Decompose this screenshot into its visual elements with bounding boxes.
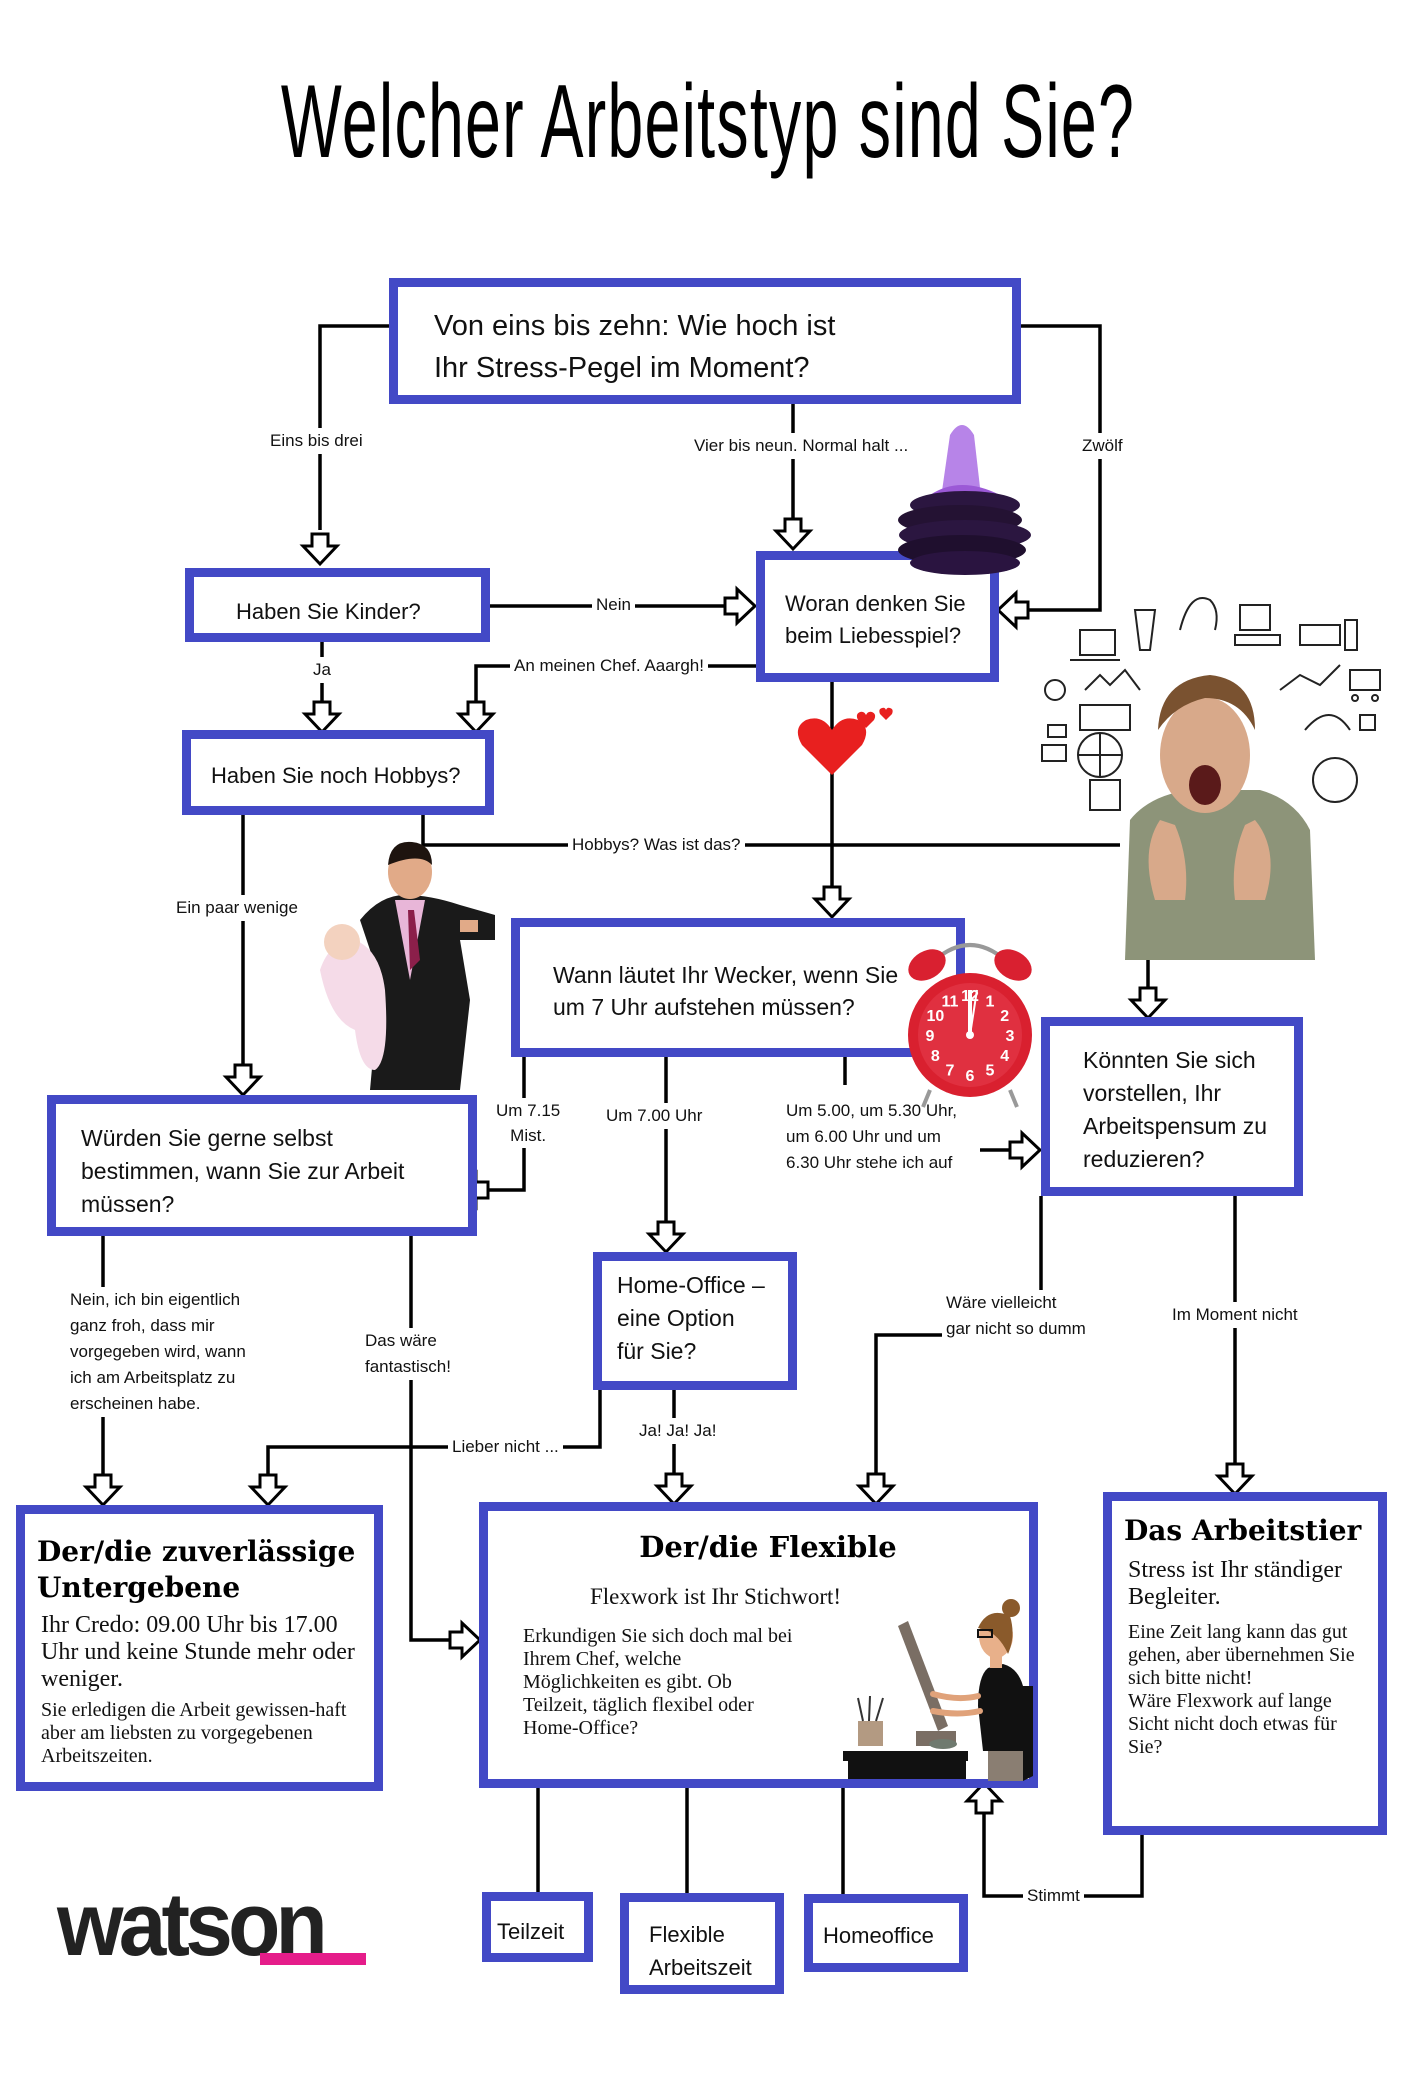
answer-um-700: Um 7.00 Uhr [602, 1103, 707, 1129]
answer-stimmt: Stimmt [1023, 1883, 1084, 1909]
option-homeoffice: Homeoffice [804, 1894, 968, 1972]
answer-zwoelf: Zwölf [1078, 433, 1127, 459]
stressed-man-picture [1041, 597, 1381, 960]
arrow-down-icon [1129, 986, 1167, 1020]
line-zwoelf [1021, 324, 1102, 612]
arrow-right-icon [448, 1621, 482, 1659]
clock-number: 4 [1000, 1048, 1009, 1065]
result-flexible: Der/die Flexible Flexwork ist Ihr Stichw… [479, 1502, 1038, 1788]
answer-ja-ja-ja: Ja! Ja! Ja! [635, 1418, 721, 1444]
answer-lieber-nicht: Lieber nicht ... [448, 1434, 563, 1460]
woman-at-computer-illustration [843, 1599, 1033, 1781]
question-arbeitspensum: Könnten Sie sich vorstellen, Ihr Arbeits… [1041, 1017, 1303, 1196]
option-teilzeit: Teilzeit [482, 1892, 593, 1962]
arrow-down-icon [655, 1472, 693, 1506]
condom-picture [898, 425, 1031, 575]
answer-um-715: Um 7.15 Mist. [492, 1098, 565, 1148]
option-flexible-arbeitszeit: Flexible Arbeitszeit [620, 1893, 784, 1994]
line-was-ist-das [421, 815, 1120, 847]
clock-number: 11 [942, 993, 959, 1010]
arrow-down-icon [249, 1473, 287, 1507]
answer-ein-paar-wenige: Ein paar wenige [172, 895, 302, 921]
arrow-down-icon [647, 1220, 685, 1254]
arrow-down-icon [813, 885, 851, 919]
clock-number: 6 [966, 1068, 975, 1085]
line-eins-bis-drei [318, 324, 389, 530]
answer-im-moment-nicht: Im Moment nicht [1168, 1302, 1302, 1328]
answer-chef: An meinen Chef. Aaargh! [510, 653, 708, 679]
answer-fantastisch: Das wäre fantastisch! [361, 1328, 455, 1380]
clock-number: 8 [931, 1048, 940, 1065]
question-wecker: Wann läutet Ihr Wecker, wenn Sie um 7 Uh… [511, 918, 965, 1057]
clock-number: 3 [1006, 1028, 1015, 1045]
arrow-down-icon [774, 517, 812, 551]
arrow-down-icon [224, 1063, 262, 1097]
clock-number: 5 [986, 1063, 995, 1080]
answer-vielleicht: Wäre vielleicht gar nicht so dumm [942, 1290, 1090, 1342]
answer-ja: Ja [309, 657, 335, 683]
result-arbeitstier: Das Arbeitstier Stress ist Ihr ständiger… [1103, 1492, 1387, 1835]
arrow-right-icon [723, 587, 757, 625]
arrow-down-icon [301, 532, 339, 566]
answer-frueh: Um 5.00, um 5.30 Uhr, um 6.00 Uhr und um… [782, 1098, 962, 1176]
line-lieber-nicht [266, 1390, 602, 1480]
arrow-down-icon [857, 1472, 895, 1506]
question-kinder: Haben Sie Kinder? [185, 568, 490, 642]
result-untergebene: Der/die zuverlässige Untergebene Ihr Cre… [16, 1505, 383, 1791]
answer-nein-froh: Nein, ich bin eigentlich ganz froh, dass… [66, 1287, 250, 1417]
arrow-down-icon [457, 700, 495, 734]
question-hobbys: Haben Sie noch Hobbys? [182, 730, 494, 815]
question-stress-level: Von eins bis zehn: Wie hoch ist Ihr Stre… [389, 278, 1021, 404]
clock-number: 10 [926, 1008, 944, 1025]
arrow-right-icon [1008, 1131, 1042, 1169]
arrow-left-icon [996, 591, 1030, 629]
clock-number: 2 [1000, 1008, 1009, 1025]
answer-eins-bis-drei: Eins bis drei [266, 428, 367, 454]
answer-vier-bis-neun: Vier bis neun. Normal halt ... [690, 433, 913, 459]
alarm-clock-picture: 121234567891011 [908, 943, 1032, 1108]
question-arbeitszeit-bestimmen: Würden Sie gerne selbst bestimmen, wann … [47, 1095, 477, 1236]
clock-number: 1 [986, 993, 995, 1010]
answer-was-ist-das: Hobbys? Was ist das? [568, 832, 745, 858]
clock-number: 9 [926, 1028, 935, 1045]
answer-nein: Nein [592, 592, 635, 618]
arrow-down-icon [84, 1473, 122, 1507]
page-title: Welcher Arbeitstyp sind Sie? [280, 64, 1136, 180]
watson-logo-accent [260, 1953, 366, 1965]
question-home-office: Home-Office – eine Option für Sie? [593, 1252, 797, 1390]
clock-number: 7 [946, 1063, 955, 1080]
father-with-baby-picture [320, 841, 495, 1090]
arrow-down-icon [303, 700, 341, 734]
line-vielleicht-2 [874, 1333, 950, 1482]
hearts-picture [797, 707, 893, 775]
arrow-down-icon [1216, 1462, 1254, 1496]
